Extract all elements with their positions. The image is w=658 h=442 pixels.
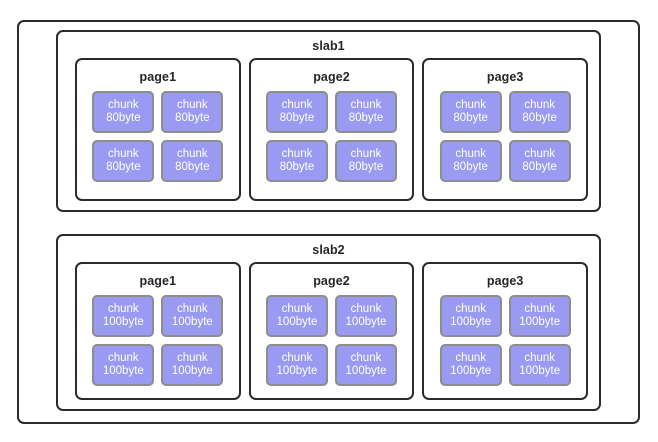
page-box-slab2-page3: page3 chunk 100byte chunk 100byte chunk: [422, 262, 589, 400]
chunk-size: 80byte: [522, 112, 557, 124]
chunk-box: chunk 100byte: [439, 344, 502, 386]
chunk-size: 80byte: [279, 161, 315, 173]
chunk-size: 100byte: [102, 365, 144, 377]
chunk-size: 80byte: [106, 161, 141, 173]
chunk-size: 80byte: [348, 112, 384, 124]
chunk-size: 80byte: [348, 161, 384, 173]
page-label: page3: [486, 274, 524, 288]
chunk-box: chunk 80byte: [439, 91, 502, 133]
chunk-box: chunk 100byte: [335, 295, 397, 337]
chunk-box: chunk 80byte: [266, 91, 328, 133]
chunk-grid: chunk 80byte chunk 80byte chunk 80byte: [439, 91, 571, 182]
page-box-slab2-page2: page2 chunk 100byte chunk 100byte chunk: [248, 262, 415, 400]
chunk-size: 100byte: [276, 365, 318, 377]
chunk-box: chunk 80byte: [92, 91, 155, 133]
chunk-name: chunk: [107, 99, 139, 112]
chunk-size: 100byte: [519, 316, 561, 328]
chunk-box: chunk 100byte: [161, 295, 224, 337]
chunk-name: chunk: [281, 99, 313, 112]
chunk-size: 100byte: [450, 316, 492, 328]
chunk-name: chunk: [107, 352, 139, 365]
chunk-box: chunk 100byte: [439, 295, 502, 337]
chunk-size: 80byte: [106, 112, 141, 124]
chunk-size: 100byte: [519, 365, 561, 377]
chunk-name: chunk: [176, 148, 208, 161]
page-box-slab2-page1: page1 chunk 100byte chunk 100byte chunk: [75, 262, 241, 400]
chunk-box: chunk 100byte: [335, 344, 397, 386]
page-label: page2: [313, 70, 350, 84]
chunk-size: 80byte: [453, 161, 488, 173]
chunk-size: 100byte: [171, 365, 213, 377]
chunk-grid: chunk 80byte chunk 80byte chunk 80byte: [92, 91, 224, 182]
chunk-box: chunk 80byte: [92, 140, 155, 182]
chunk-name: chunk: [524, 352, 556, 365]
slab-label-2: slab2: [312, 243, 345, 257]
chunk-grid: chunk 80byte chunk 80byte chunk 80byte: [266, 91, 397, 182]
chunk-name: chunk: [455, 148, 487, 161]
chunk-name: chunk: [176, 303, 208, 316]
chunk-box: chunk 80byte: [335, 140, 397, 182]
chunk-size: 80byte: [175, 161, 210, 173]
chunk-name: chunk: [281, 303, 313, 316]
chunk-box: chunk 100byte: [92, 295, 155, 337]
chunk-box: chunk 100byte: [508, 344, 571, 386]
chunk-name: chunk: [176, 99, 208, 112]
pages-row-2: page1 chunk 100byte chunk 100byte chunk: [75, 262, 589, 400]
page-box-slab1-page1: page1 chunk 80byte chunk 80byte chunk 80: [75, 58, 241, 201]
chunk-box: chunk 100byte: [266, 295, 328, 337]
chunk-size: 100byte: [450, 365, 492, 377]
chunk-box: chunk 80byte: [161, 91, 224, 133]
memory-outer-frame: slab1 page1 chunk 80byte chunk 80byte: [17, 20, 640, 424]
chunk-box: chunk 100byte: [92, 344, 155, 386]
pages-row-1: page1 chunk 80byte chunk 80byte chunk 80: [75, 58, 589, 201]
chunk-name: chunk: [455, 352, 487, 365]
slab-container-2: slab2 page1 chunk 100byte chunk 100byte: [56, 234, 601, 411]
page-box-slab1-page2: page2 chunk 80byte chunk 80byte chunk 80: [248, 58, 415, 201]
chunk-box: chunk 80byte: [439, 140, 502, 182]
chunk-name: chunk: [455, 303, 487, 316]
chunk-name: chunk: [350, 148, 382, 161]
chunk-box: chunk 80byte: [335, 91, 397, 133]
slab-label-1: slab1: [312, 39, 345, 53]
chunk-box: chunk 80byte: [508, 91, 571, 133]
chunk-box: chunk 80byte: [161, 140, 224, 182]
page-label: page1: [139, 274, 177, 288]
chunk-name: chunk: [281, 148, 313, 161]
chunk-size: 80byte: [279, 112, 315, 124]
chunk-box: chunk 100byte: [161, 344, 224, 386]
chunk-size: 80byte: [453, 112, 488, 124]
chunk-size: 100byte: [276, 316, 318, 328]
chunk-box: chunk 100byte: [508, 295, 571, 337]
chunk-size: 100byte: [171, 316, 213, 328]
chunk-name: chunk: [524, 303, 556, 316]
chunk-name: chunk: [350, 303, 382, 316]
page-label: page1: [139, 70, 177, 84]
chunk-size: 80byte: [175, 112, 210, 124]
chunk-box: chunk 80byte: [266, 140, 328, 182]
chunk-name: chunk: [107, 303, 139, 316]
chunk-grid: chunk 100byte chunk 100byte chunk 100byt…: [266, 295, 397, 386]
chunk-size: 80byte: [522, 161, 557, 173]
chunk-name: chunk: [176, 352, 208, 365]
chunk-size: 100byte: [102, 316, 144, 328]
page-label: page2: [313, 274, 350, 288]
chunk-size: 100byte: [345, 316, 387, 328]
page-label: page3: [486, 70, 524, 84]
page-box-slab1-page3: page3 chunk 80byte chunk 80byte chunk 80: [422, 58, 589, 201]
chunk-name: chunk: [455, 99, 487, 112]
chunk-grid: chunk 100byte chunk 100byte chunk 100byt…: [92, 295, 224, 386]
chunk-box: chunk 100byte: [266, 344, 328, 386]
chunk-grid: chunk 100byte chunk 100byte chunk 100byt…: [439, 295, 571, 386]
chunk-name: chunk: [107, 148, 139, 161]
chunk-size: 100byte: [345, 365, 387, 377]
chunk-name: chunk: [524, 99, 556, 112]
chunk-box: chunk 80byte: [508, 140, 571, 182]
chunk-name: chunk: [350, 352, 382, 365]
slab-container-1: slab1 page1 chunk 80byte chunk 80byte: [56, 30, 601, 212]
chunk-name: chunk: [281, 352, 313, 365]
chunk-name: chunk: [350, 99, 382, 112]
chunk-name: chunk: [524, 148, 556, 161]
